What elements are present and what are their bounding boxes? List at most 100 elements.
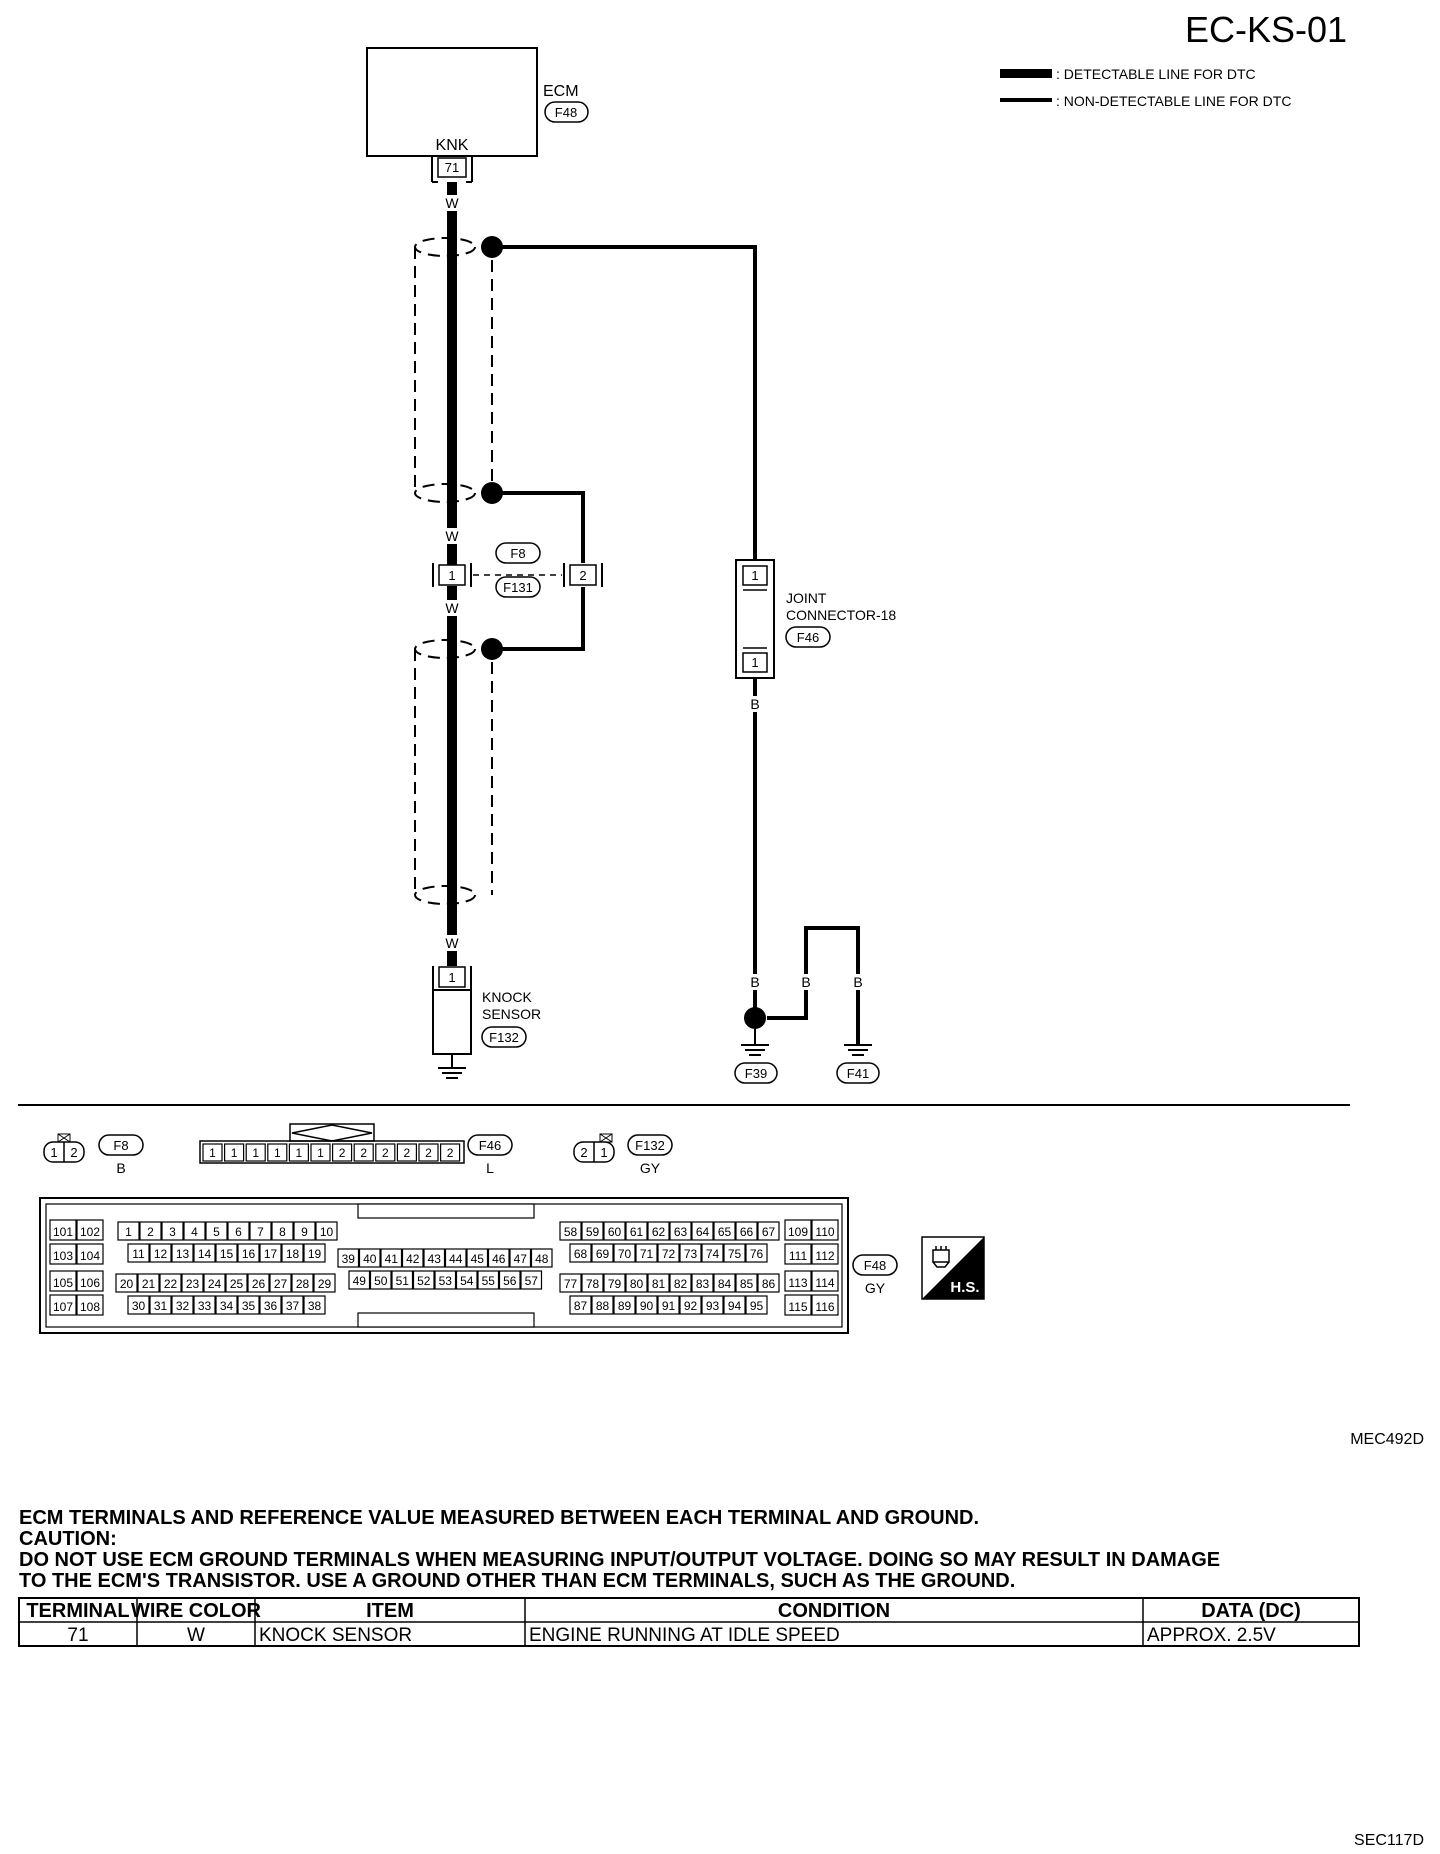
- f48-pin: 88: [596, 1299, 610, 1313]
- f48-pin-cell: [713, 1273, 736, 1293]
- f48-pin: 71: [640, 1247, 654, 1261]
- shield-jumper-upper: [492, 491, 585, 563]
- page-code: SEC117D: [1354, 1832, 1424, 1849]
- f48-pin: 48: [535, 1252, 549, 1266]
- knock-sensor-connector-id: F132: [489, 1030, 519, 1045]
- f48-pin-cell: [701, 1243, 724, 1263]
- f48-pin: 26: [252, 1277, 266, 1291]
- f48-pin-cell: [757, 1273, 780, 1293]
- f48-pin: 74: [706, 1247, 720, 1261]
- f48-pin: 90: [640, 1299, 654, 1313]
- f48-pin: 66: [740, 1225, 754, 1239]
- f48-pin: 11: [132, 1247, 145, 1261]
- ground-icon: [438, 1054, 466, 1079]
- f48-pin-cell: [337, 1248, 360, 1268]
- f132-view-color: GY: [640, 1160, 661, 1176]
- f46-pin-cell: [224, 1143, 245, 1162]
- f48-pin-cell: [784, 1294, 812, 1316]
- knock-sensor-label-1: KNOCK: [482, 989, 532, 1005]
- f48-pin: 42: [406, 1252, 420, 1266]
- f48-pin: 21: [142, 1277, 156, 1291]
- f46-pin: 2: [447, 1146, 454, 1160]
- f132-pin-1: 1: [600, 1145, 607, 1160]
- f48-pin-cell: [401, 1248, 424, 1268]
- f48-pin: 39: [342, 1252, 356, 1266]
- inline-connector-bottom-id: F131: [503, 580, 533, 595]
- wire-label-bg: [746, 974, 764, 990]
- joint-connector-label-2: CONNECTOR-18: [786, 607, 896, 623]
- f48-pin: 61: [630, 1225, 644, 1239]
- th-wire-color: WIRE COLOR: [131, 1600, 262, 1622]
- f46-pin-cell: [267, 1143, 288, 1162]
- f48-pin-cell: [625, 1273, 648, 1293]
- f48-pin: 1: [125, 1225, 132, 1239]
- f48-pin: 85: [740, 1277, 754, 1291]
- f48-pin: 78: [586, 1277, 600, 1291]
- connector-view-f8: 1 2 F8 B: [43, 1133, 144, 1176]
- f46-pin: 2: [360, 1146, 367, 1160]
- f48-pin: 58: [564, 1225, 578, 1239]
- f48-pin-cell: [281, 1295, 304, 1315]
- f48-pin-cell: [76, 1219, 104, 1241]
- inline-connector-top-id: F8: [510, 546, 525, 561]
- f48-pin-cell: [487, 1248, 510, 1268]
- f48-pin-cell: [444, 1248, 467, 1268]
- f48-pin-cell: [423, 1248, 446, 1268]
- f48-pin: 92: [684, 1299, 698, 1313]
- f132-view-id: F132: [635, 1138, 665, 1153]
- legend-thick-line: [1000, 69, 1052, 78]
- joint-pin-number: 1: [751, 655, 758, 670]
- f48-pin: 54: [460, 1274, 474, 1288]
- f48-pin-cell: [171, 1243, 194, 1263]
- inline-connector-bracket: [563, 563, 603, 587]
- f48-pin-cell: [745, 1243, 768, 1263]
- f8-pin-2: 2: [70, 1145, 77, 1160]
- f46-pin-cell: [288, 1143, 309, 1162]
- f48-pin-cell: [811, 1219, 839, 1241]
- f48-pin: 2: [147, 1225, 154, 1239]
- f48-pin: 115: [788, 1300, 807, 1314]
- f46-pin-cell: [332, 1143, 353, 1162]
- ground-icon: [844, 1044, 872, 1056]
- f132-pin-2: 2: [580, 1145, 587, 1160]
- f48-pin: 18: [286, 1247, 300, 1261]
- f48-pin: 8: [279, 1225, 286, 1239]
- knock-sensor-bracket: [432, 966, 472, 990]
- f48-pin-cell: [76, 1243, 104, 1265]
- inline-connector-badge: [495, 576, 541, 598]
- f48-pin: 55: [482, 1274, 496, 1288]
- f48-pin: 65: [718, 1225, 732, 1239]
- f48-pin: 82: [674, 1277, 688, 1291]
- f46-pin: 2: [382, 1146, 389, 1160]
- td-terminal: 71: [67, 1625, 88, 1646]
- joint-pin-box: [742, 565, 768, 586]
- ecm-terminal-number: 71: [445, 160, 459, 175]
- f48-pin: 38: [308, 1299, 322, 1313]
- f46-pin: 2: [404, 1146, 411, 1160]
- f48-pin-cell: [691, 1273, 714, 1293]
- f48-pin-cell: [171, 1295, 194, 1315]
- knock-sensor-badge: [481, 1026, 527, 1048]
- f48-pin: 72: [662, 1247, 676, 1261]
- f48-pin: 6: [235, 1225, 242, 1239]
- f48-pin-cell: [259, 1243, 282, 1263]
- f48-pin: 30: [132, 1299, 146, 1313]
- f48-pin-cell: [313, 1273, 336, 1293]
- f48-pin: 110: [815, 1225, 834, 1239]
- f48-pin-cell: [591, 1295, 614, 1315]
- inline-pin-number: 2: [579, 568, 586, 583]
- f48-pin-cell: [559, 1221, 582, 1241]
- inline-connector-bracket: [432, 563, 472, 587]
- th-item: ITEM: [366, 1600, 414, 1622]
- f48-pin-cell: [49, 1243, 77, 1265]
- diagram-code: MEC492D: [1350, 1431, 1424, 1448]
- f48-pin: 116: [815, 1300, 834, 1314]
- f8-view-id: F8: [113, 1138, 128, 1153]
- td-item: KNOCK SENSOR: [259, 1625, 412, 1646]
- f48-pin: 83: [696, 1277, 710, 1291]
- f48-pin: 51: [396, 1274, 410, 1288]
- f48-pin-cell: [139, 1221, 162, 1241]
- f48-pin: 76: [750, 1247, 764, 1261]
- f48-pin-cell: [412, 1270, 435, 1290]
